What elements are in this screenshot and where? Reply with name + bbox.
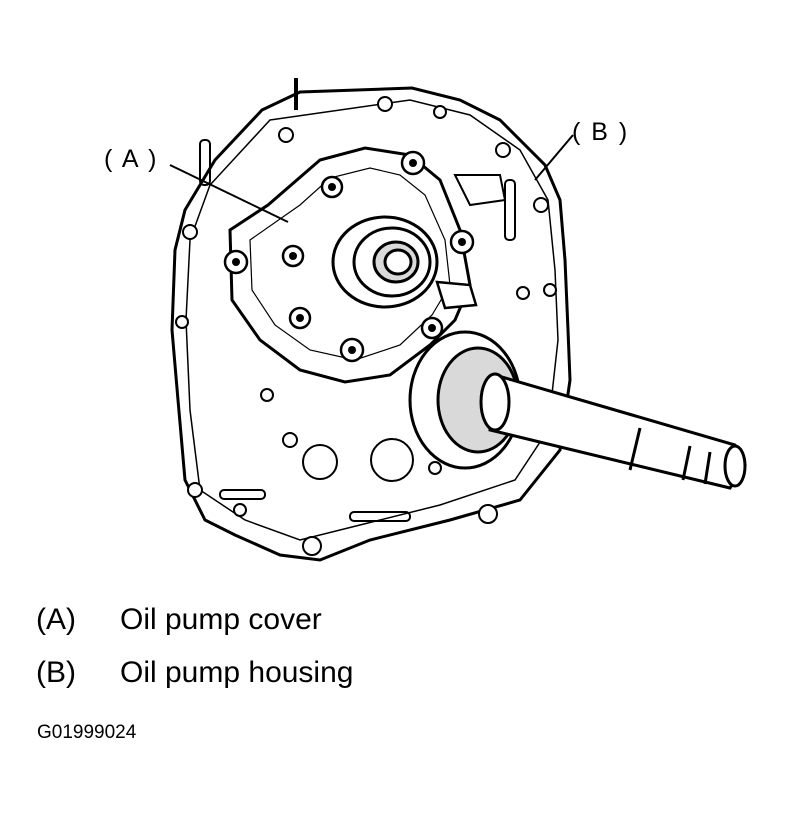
input-shaft — [408, 330, 747, 490]
leader-b — [534, 134, 574, 181]
oil-pump-illustration — [169, 78, 747, 562]
figure-id: G01999024 — [37, 722, 137, 743]
legend-code: (A) — [36, 603, 76, 636]
callout-a: ( A ) — [104, 145, 159, 173]
callout-b: ( B ) — [572, 118, 630, 146]
legend-item: (B) Oil pump housing — [36, 656, 353, 690]
leader-a — [169, 164, 289, 223]
legend-item: (A) Oil pump cover — [36, 603, 322, 637]
housing-bolt-holes — [175, 96, 557, 556]
legend-code: (B) — [36, 656, 76, 689]
pump-hub — [331, 215, 439, 309]
legend-label: Oil pump housing — [120, 656, 354, 689]
legend-label: Oil pump cover — [120, 603, 322, 636]
